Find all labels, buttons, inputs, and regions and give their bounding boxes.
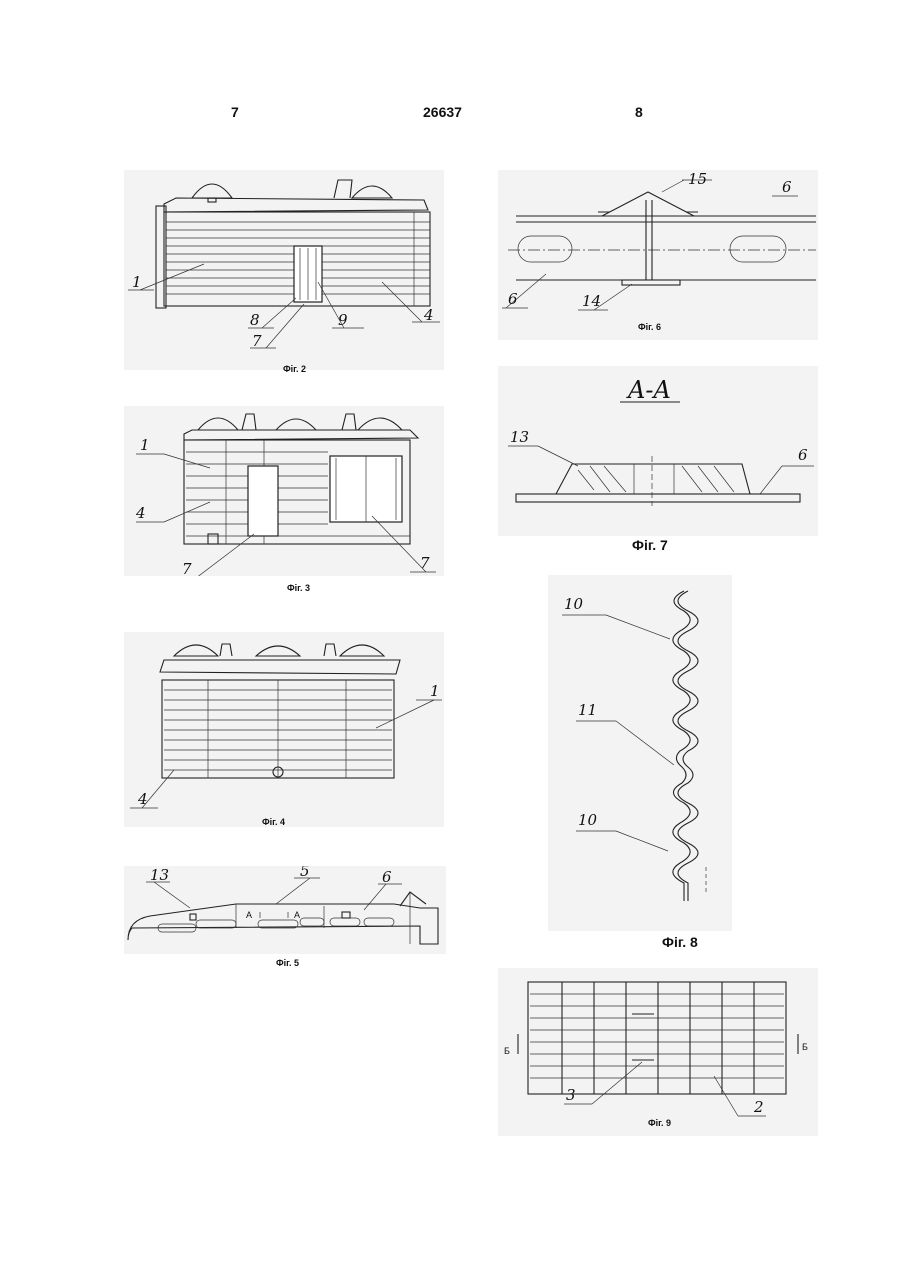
fig2-label-1: 1: [132, 273, 142, 291]
fig2-label-7: 7: [252, 332, 262, 350]
fig4-label-4: 4: [137, 790, 148, 808]
figure-7-drawing: A-A 13 6: [498, 366, 818, 536]
figure-9-caption: Фіг. 9: [648, 1118, 671, 1128]
figure-8-caption: Фіг. 8: [662, 934, 698, 950]
fig3-label-4: 4: [135, 504, 146, 522]
fig6-label-14: 14: [582, 292, 601, 310]
fig8-label-10-top: 10: [564, 595, 584, 613]
figure-2-drawing: 1 8 7 9 4: [124, 170, 444, 370]
figure-4-caption: Фіг. 4: [262, 817, 285, 827]
fig3-label-1: 1: [140, 436, 150, 454]
figure-7-caption: Фіг. 7: [632, 537, 668, 553]
figure-3-caption: Фіг. 3: [287, 583, 310, 593]
figure-5-drawing: A A 13 5 6: [124, 866, 446, 954]
figure-4-drawing: 1 4: [124, 632, 444, 827]
fig7-section-title: A-A: [626, 376, 671, 404]
figure-5-caption: Фіг. 5: [276, 958, 299, 968]
fig3-label-7-left: 7: [182, 560, 192, 576]
page-number-left: 7: [231, 104, 239, 120]
fig5-section-mark-left: A: [246, 910, 252, 920]
fig9-section-mark-right: Б: [802, 1042, 808, 1052]
fig6-label-6-bottom: 6: [508, 290, 518, 308]
fig5-section-mark-right: A: [294, 910, 300, 920]
fig9-label-2: 2: [753, 1098, 764, 1116]
fig8-label-11: 11: [578, 701, 597, 719]
fig9-label-3: 3: [566, 1086, 576, 1104]
figure-6-drawing: 15 6 6 14: [498, 170, 818, 340]
fig2-label-4: 4: [423, 306, 434, 324]
fig6-label-15: 15: [688, 170, 707, 188]
figure-2-caption: Фіг. 2: [283, 364, 306, 374]
figure-3-drawing: 1 4 7 7: [124, 406, 444, 576]
fig2-label-8: 8: [250, 311, 260, 329]
figure-6-caption: Фіг. 6: [638, 322, 661, 332]
fig6-label-6-top: 6: [782, 178, 792, 196]
fig7-label-6: 6: [798, 446, 808, 464]
fig5-label-13: 13: [150, 866, 169, 884]
fig2-label-9: 9: [338, 311, 348, 329]
fig7-label-13: 13: [510, 428, 529, 446]
fig8-label-10-bottom: 10: [578, 811, 598, 829]
fig5-label-6: 6: [382, 868, 392, 886]
fig3-label-7-right: 7: [420, 554, 430, 572]
fig9-section-mark-left: Б: [504, 1046, 510, 1056]
figure-9-drawing: Б Б 3 2: [498, 968, 818, 1136]
document-number: 26637: [423, 104, 462, 120]
fig4-label-1: 1: [430, 682, 440, 700]
fig5-label-5: 5: [300, 866, 310, 880]
figure-8-drawing: 10 11 10: [548, 575, 732, 931]
page-number-right: 8: [635, 104, 643, 120]
